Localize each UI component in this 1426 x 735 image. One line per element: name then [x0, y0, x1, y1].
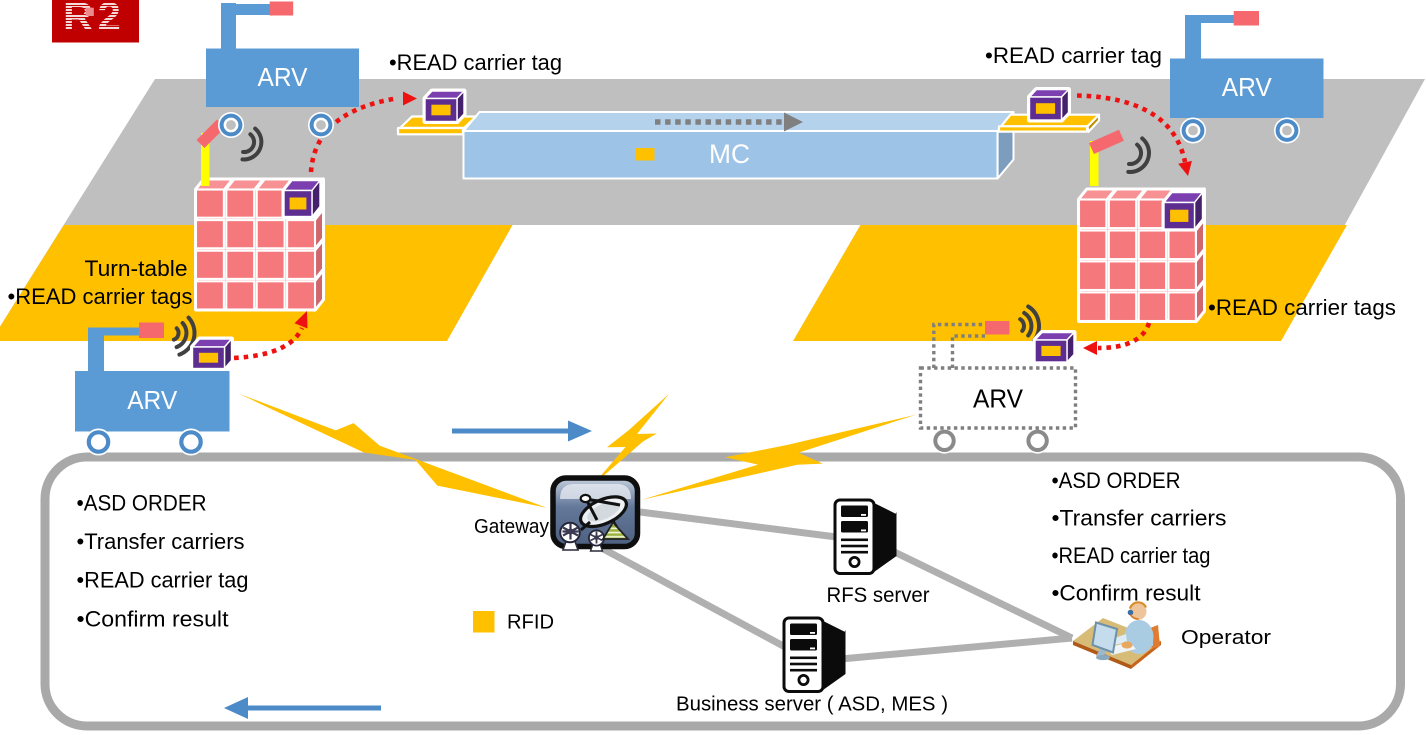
- svg-text:ARV: ARV: [1222, 72, 1273, 102]
- svg-text:RFID: RFID: [507, 612, 554, 634]
- svg-text:R2: R2: [63, 0, 125, 39]
- svg-text:RFS server: RFS server: [827, 584, 930, 607]
- svg-text:•Transfer carriers: •Transfer carriers: [1052, 506, 1227, 531]
- svg-text:•Confirm result: •Confirm result: [1052, 581, 1201, 606]
- svg-text:•READ carrier tag: •READ carrier tag: [77, 568, 249, 593]
- svg-text:Business server ( ASD, MES ): Business server ( ASD, MES ): [676, 694, 948, 716]
- svg-text:•READ carrier tag: •READ carrier tag: [1052, 543, 1211, 568]
- svg-text:•Confirm result: •Confirm result: [77, 606, 229, 631]
- svg-text:ARV: ARV: [258, 62, 309, 92]
- svg-text:Operator: Operator: [1181, 627, 1271, 649]
- svg-text:•ASD ORDER: •ASD ORDER: [1052, 468, 1181, 493]
- svg-text:•READ carrier tag: •READ carrier tag: [985, 43, 1162, 68]
- svg-text:Gateway: Gateway: [474, 516, 549, 538]
- svg-text:•READ carrier tags: •READ carrier tags: [8, 284, 193, 309]
- svg-text:•ASD ORDER: •ASD ORDER: [77, 491, 207, 516]
- svg-text:Turn-table: Turn-table: [85, 256, 188, 281]
- svg-text:ARV: ARV: [973, 384, 1024, 414]
- svg-text:•READ carrier tags: •READ carrier tags: [1208, 295, 1396, 320]
- svg-text:ARV: ARV: [127, 385, 178, 415]
- svg-text:•READ carrier tag: •READ carrier tag: [389, 50, 562, 75]
- svg-text:MC: MC: [709, 139, 750, 169]
- svg-text:•Transfer carriers: •Transfer carriers: [77, 529, 245, 554]
